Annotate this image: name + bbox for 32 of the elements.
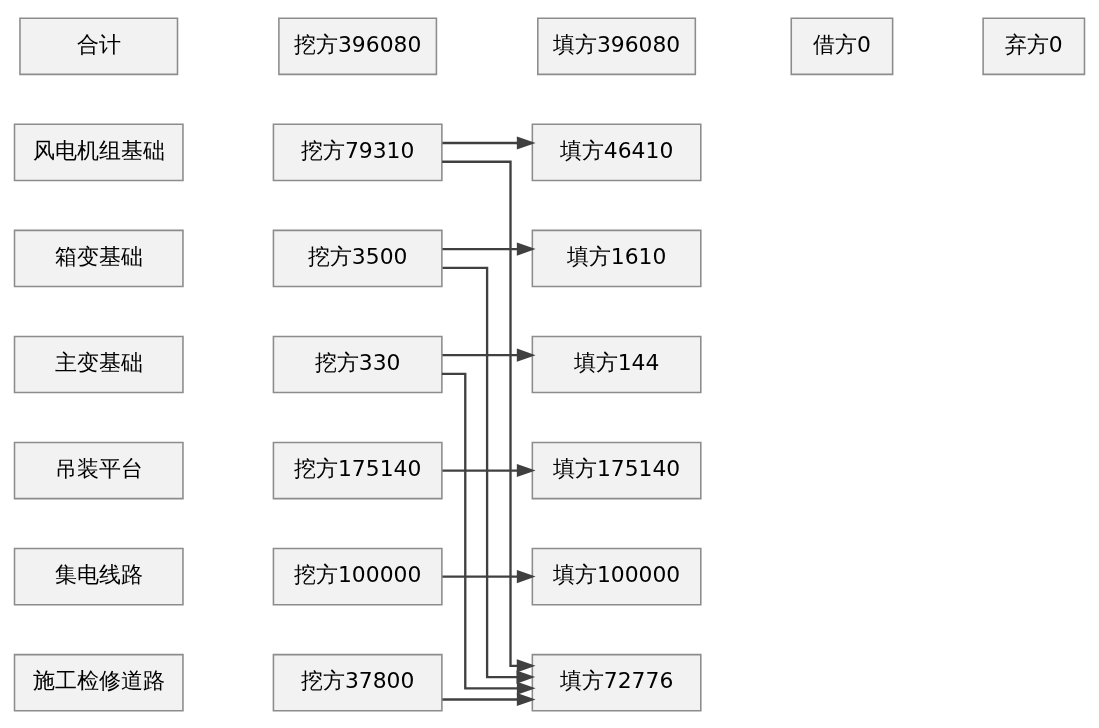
arrow	[442, 569, 536, 583]
arrow	[442, 348, 536, 362]
arrow	[442, 160, 536, 672]
node-box: 挖方3500	[272, 229, 443, 287]
node-box: 填方72776	[531, 653, 702, 712]
node-box: 填方100000	[531, 547, 702, 605]
node-box: 挖方100000	[272, 547, 443, 605]
node-box: 填方396080	[537, 16, 697, 75]
node-box: 借方0	[790, 16, 894, 75]
arrow	[442, 242, 536, 256]
node-box: 填方144	[531, 335, 702, 393]
node-box: 挖方175140	[272, 441, 443, 499]
node-box: 挖方79310	[272, 123, 443, 181]
arrow	[442, 692, 536, 706]
node-box: 吊装平台	[13, 441, 184, 499]
node-box: 挖方330	[272, 335, 443, 393]
node-box: 风电机组基础	[13, 123, 184, 181]
node-box: 合计	[19, 16, 179, 75]
node-box: 填方46410	[531, 123, 702, 181]
node-box: 挖方396080	[278, 16, 438, 75]
node-box: 施工检修道路	[13, 653, 184, 712]
node-box: 主变基础	[13, 335, 184, 393]
arrow	[441, 372, 536, 695]
arrow	[442, 463, 536, 477]
arrow	[442, 266, 536, 684]
node-box: 集电线路	[13, 547, 184, 605]
node-box: 箱变基础	[13, 229, 184, 287]
node-box: 弃方0	[982, 16, 1086, 75]
arrow	[442, 135, 536, 150]
node-box: 填方1610	[531, 229, 702, 287]
node-box: 填方175140	[531, 441, 702, 499]
node-box: 挖方37800	[272, 653, 443, 712]
